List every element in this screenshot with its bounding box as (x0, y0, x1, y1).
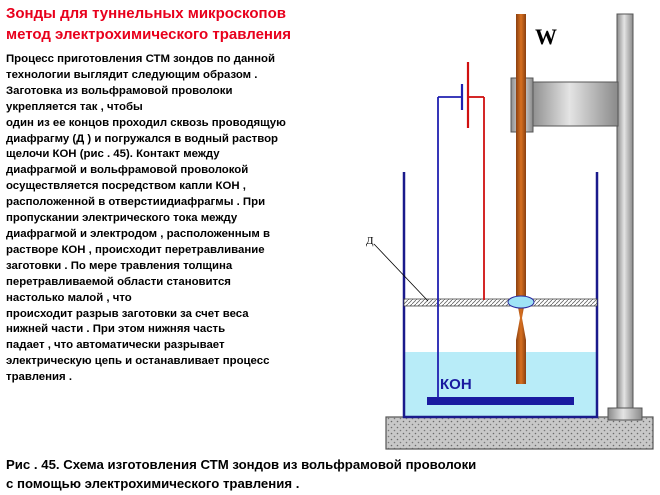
clamp-arm (529, 81, 619, 127)
diaphragm-right (530, 298, 598, 307)
body-line: диафрагмой и электродом , расположенным … (6, 227, 270, 240)
body-line: укрепляется так , чтобы (6, 100, 143, 113)
label-koh: КОН (440, 376, 472, 393)
caption-line-1: Рис . 45. Схема изготовления СТМ зондов … (6, 457, 477, 472)
body-line: пропускании электрического тока между (6, 212, 238, 225)
base-block (385, 416, 654, 450)
body-line: перетравливаемой области становится (6, 275, 231, 288)
diaphragm-left (403, 298, 511, 307)
stand-foot (607, 407, 643, 421)
vessel (402, 172, 599, 419)
body-line: настолько малой , что (6, 291, 132, 304)
heading-line-1: Зонды для туннельных микроскопов (6, 5, 286, 22)
body-line: происходит разрыв заготовки за счет веса (6, 307, 249, 320)
label-d: Д (366, 235, 374, 247)
body-line: диафрагмой и вольфрамовой проволокой (6, 164, 249, 177)
body-line: расположенной в отверстиидиафрагмы . При (6, 196, 266, 209)
body-line: нижней части . При этом нижняя часть (6, 323, 226, 336)
label-w: W (535, 24, 557, 49)
body-line: один из ее концов проходил сквозь провод… (6, 116, 286, 129)
body-line: растворе КОН , происходит перетравливани… (6, 243, 265, 256)
koh-solution (405, 352, 596, 416)
koh-drop (507, 295, 535, 309)
body-line: Заготовка из вольфрамовой проволоки (6, 84, 233, 97)
electrode (427, 397, 574, 405)
tungsten-wire-lower (516, 340, 526, 384)
body-line: Процесс приготовления СТМ зондов по данн… (6, 53, 275, 65)
description-text: Процесс приготовления СТМ зондов по данн… (6, 52, 384, 386)
body-line: заготовки . По мере травления толщина (6, 259, 233, 272)
caption-line-2: с помощью электрохимического травления . (6, 476, 300, 491)
figure-caption: Рис . 45. Схема изготовления СТМ зондов … (6, 455, 656, 493)
body-line: падает , что автоматически разрывает (6, 339, 225, 352)
stand-column (616, 13, 634, 411)
diaphragm-leader (373, 243, 429, 302)
body-line: технологии выглядит следующим образом . (6, 68, 258, 81)
body-line: щелочи КОН (рис . 45). Контакт между (6, 148, 220, 161)
page-heading: Зонды для туннельных микроскопов метод э… (6, 3, 378, 45)
body-line: электрическую цепь и останавливает проце… (6, 355, 270, 368)
tungsten-wire-upper (516, 14, 526, 296)
body-line: осуществляется посредством капли КОН , (6, 180, 246, 193)
body-line: диафрагму (Д ) и погружался в водный рас… (6, 132, 278, 145)
heading-line-2: метод электрохимического травления (6, 26, 291, 43)
body-line: травления . (6, 371, 73, 384)
